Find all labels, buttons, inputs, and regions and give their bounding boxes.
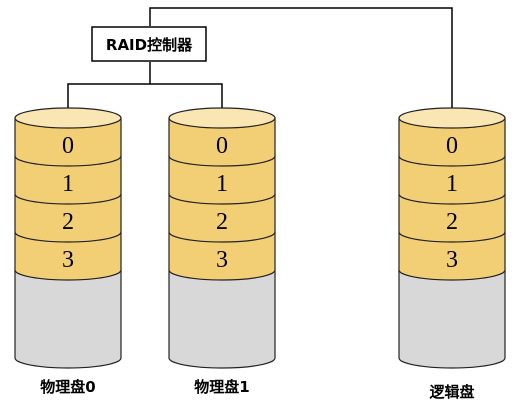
- connector-lines: [67, 7, 453, 108]
- disk-empty-space: [398, 269, 506, 369]
- disk-block: [14, 155, 122, 205]
- disk-block: [398, 155, 506, 205]
- raid-controller: RAID控制器: [91, 26, 207, 62]
- disk-block: [168, 193, 276, 243]
- controller-to-logical-line: [149, 7, 453, 108]
- raid-controller-box: [91, 26, 207, 62]
- physical-disk-1: 0 1 2 3 物理盘1: [168, 107, 276, 396]
- disk-top-cap: [168, 107, 276, 129]
- block-label: 1: [62, 171, 74, 197]
- disk-block: [14, 193, 122, 243]
- disk-block: [168, 231, 276, 281]
- block-label: 0: [446, 133, 458, 159]
- disk-block: [398, 117, 506, 167]
- raid-controller-label: RAID控制器: [106, 36, 193, 54]
- disk-empty-space: [14, 269, 122, 369]
- disks: 0 1 2 3 物理盘0 0 1 2 3 物理盘1 0 1 2 3 逻辑盘: [14, 107, 506, 401]
- disk-block: [168, 155, 276, 205]
- block-label: 3: [216, 247, 228, 273]
- disk-empty-space: [168, 269, 276, 369]
- controller-branch-line: [67, 83, 223, 108]
- physical-disk-0: 0 1 2 3 物理盘0: [14, 107, 122, 396]
- disk-block: [398, 231, 506, 281]
- disk-top-cap: [14, 107, 122, 129]
- disk-block: [14, 231, 122, 281]
- disk-label: 物理盘1: [194, 378, 249, 396]
- disk-label: 物理盘0: [40, 378, 95, 396]
- disk-block: [168, 117, 276, 167]
- block-label: 1: [446, 171, 458, 197]
- block-label: 2: [62, 209, 74, 235]
- block-label: 3: [446, 247, 458, 273]
- block-label: 3: [62, 247, 74, 273]
- disk-top-cap: [398, 107, 506, 129]
- block-label: 1: [216, 171, 228, 197]
- block-label: 0: [62, 133, 74, 159]
- block-label: 0: [216, 133, 228, 159]
- disk-label: 逻辑盘: [429, 383, 474, 401]
- disk-block: [14, 117, 122, 167]
- disk-block: [398, 193, 506, 243]
- block-label: 2: [216, 209, 228, 235]
- logical-disk: 0 1 2 3 逻辑盘: [398, 107, 506, 401]
- block-label: 2: [446, 209, 458, 235]
